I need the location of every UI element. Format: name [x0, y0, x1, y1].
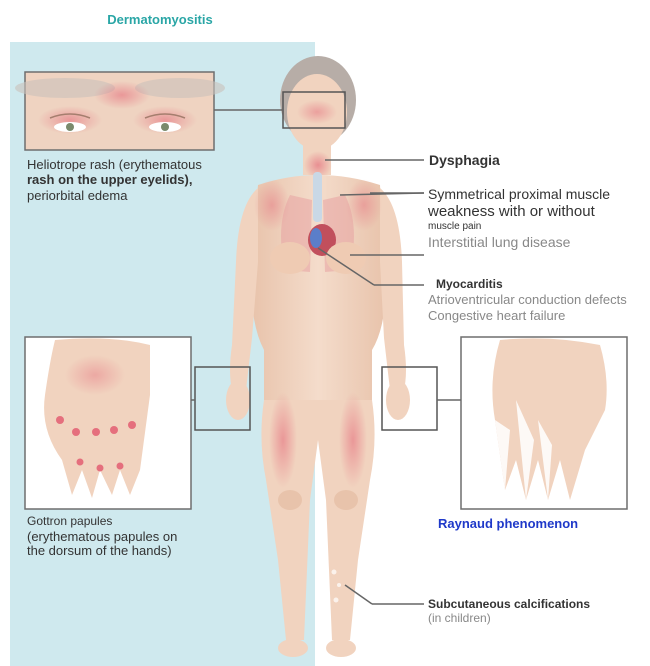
heliotrope-label-line3: periorbital edema [27, 188, 127, 203]
weakness-label-line2: weakness with or without [428, 203, 595, 220]
face-closeup-inset [15, 72, 225, 150]
gottron-label-line3: the dorsum of the hands) [27, 543, 172, 558]
calcification-label-line2: (in children) [428, 611, 491, 625]
calcification-label-line1: Subcutaneous calcifications [428, 597, 590, 611]
heliotrope-label-line1: Heliotrope rash (erythematous [27, 157, 202, 172]
dysphagia-label: Dysphagia [429, 152, 500, 168]
body-figure [226, 56, 410, 657]
myocarditis-label: Myocarditis [436, 277, 503, 291]
left-hand-inset [25, 337, 191, 509]
av-defects-label: Atrioventricular conduction defects [428, 292, 627, 307]
chf-label: Congestive heart failure [428, 308, 565, 323]
heliotrope-label-line2: rash on the upper eyelids), [27, 172, 192, 187]
ild-label: Interstitial lung disease [428, 234, 570, 250]
gottron-label-line2: (erythematous papules on [27, 529, 177, 544]
gottron-label-line1: Gottron papules [27, 514, 112, 528]
raynaud-label: Raynaud phenomenon [438, 516, 578, 531]
right-hand-inset [461, 337, 627, 509]
weakness-label-line3: muscle pain [428, 221, 481, 232]
weakness-label-line1: Symmetrical proximal muscle [428, 186, 610, 202]
